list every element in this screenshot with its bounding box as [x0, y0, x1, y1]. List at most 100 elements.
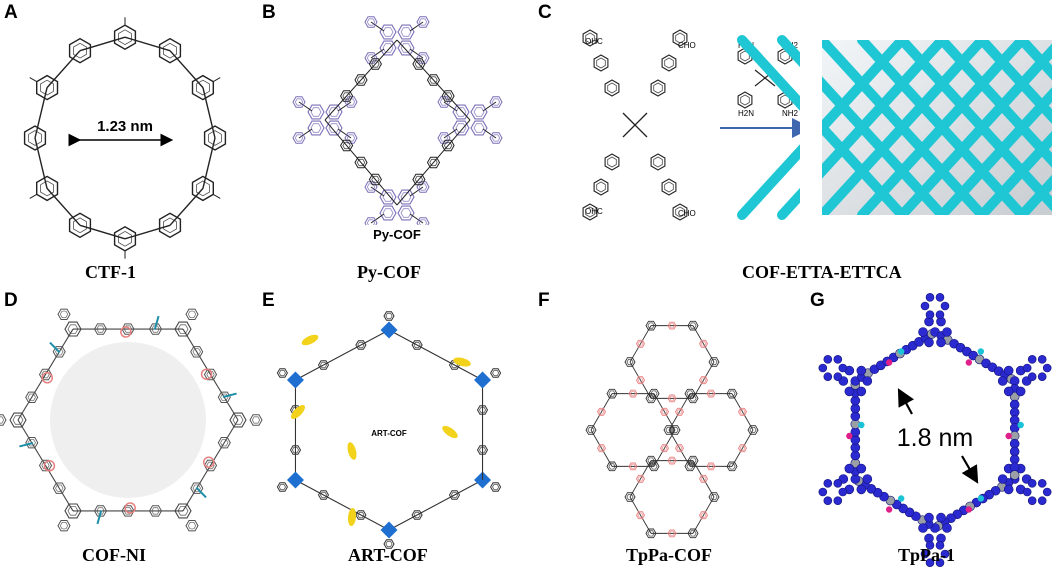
aromatic-circle — [366, 18, 376, 26]
aromatic-circle — [710, 358, 718, 366]
phenyl-ring — [437, 96, 451, 108]
aromatic-circle — [647, 457, 655, 464]
aromatic-circle — [118, 230, 132, 247]
outer-atom — [920, 301, 930, 311]
aromatic-circle — [418, 18, 428, 26]
node-atom — [844, 463, 855, 474]
linker-ring — [25, 391, 39, 403]
blue-node — [474, 371, 492, 389]
biphenyl-ring — [650, 153, 666, 171]
aromatic-circle — [400, 43, 412, 53]
linker-ring — [354, 156, 368, 169]
aromatic-circle — [585, 206, 595, 218]
node-atom — [856, 365, 867, 376]
yellow-side-chain — [291, 405, 305, 419]
node-atom — [918, 327, 928, 337]
outer-atom — [1037, 496, 1047, 505]
outer-atom — [1022, 363, 1032, 373]
aromatic-circle — [414, 175, 424, 184]
pink-group — [41, 372, 54, 384]
label-ohc-bottom: OHC — [585, 207, 603, 216]
bond — [590, 393, 613, 431]
node-atom — [1003, 365, 1014, 376]
aromatic-circle — [429, 158, 438, 167]
phenylene-ring — [635, 511, 646, 520]
bond — [396, 119, 471, 206]
aromatic-circle — [607, 82, 617, 94]
aromatic-circle — [608, 463, 616, 470]
outer-ring — [57, 520, 71, 532]
aromatic-circle — [220, 439, 229, 447]
aromatic-circle — [27, 439, 36, 447]
aromatic-circle — [700, 377, 707, 383]
phenylene-ring — [698, 376, 709, 385]
linker-ring — [426, 74, 441, 86]
aromatic-circle — [653, 82, 663, 94]
py-cof-structure — [292, 16, 503, 229]
aromatic-circle — [206, 461, 215, 470]
aromatic-circle — [669, 530, 675, 536]
outer-atom — [925, 293, 935, 302]
aromatic-circle — [669, 458, 675, 464]
linker-ring — [340, 90, 354, 102]
yellow-side-chain — [442, 425, 458, 439]
triformyl-ring — [708, 357, 720, 367]
phenylene-ring — [628, 389, 638, 398]
bond — [409, 48, 424, 59]
bond — [443, 128, 458, 139]
aromatic-circle — [291, 446, 300, 454]
pore-arrow-g-top — [897, 388, 915, 415]
triformyl-ring — [669, 425, 681, 435]
aromatic-circle — [59, 522, 69, 530]
bond — [629, 460, 652, 498]
aromatic-circle — [251, 416, 261, 424]
triformyl-ring — [645, 528, 657, 539]
aromatic-circle — [443, 92, 453, 100]
bond — [124, 224, 171, 240]
bond — [17, 328, 74, 421]
etta-ring — [737, 91, 753, 109]
phenylene-ring — [737, 444, 748, 453]
bond — [202, 87, 216, 139]
aromatic-circle — [67, 324, 79, 334]
node-ring — [229, 412, 247, 428]
nitrogen-atom — [897, 495, 905, 502]
biphenyl-ring — [582, 203, 598, 221]
label-amine: NH2 — [782, 109, 799, 118]
aromatic-circle — [626, 493, 634, 501]
bond — [298, 128, 313, 139]
node-ring — [64, 503, 82, 519]
bond — [182, 419, 239, 512]
aromatic-circle — [708, 463, 714, 469]
phenylene-ring — [667, 529, 677, 538]
outer-ring — [276, 482, 288, 492]
aromatic-circle — [728, 390, 736, 397]
node-atom — [1015, 386, 1026, 397]
node-atom — [1003, 386, 1014, 397]
node-atom — [862, 376, 873, 386]
triformyl-ring — [645, 320, 657, 331]
aromatic-circle — [196, 79, 210, 96]
triformyl-ring — [645, 455, 657, 466]
triformyl-ring — [726, 461, 738, 472]
aromatic-circle — [689, 530, 697, 537]
outer-ring — [185, 308, 199, 320]
aromatic-circle — [492, 369, 500, 377]
bond — [34, 87, 48, 139]
bond — [324, 119, 398, 206]
aromatic-circle — [220, 393, 229, 401]
oxygen-atom — [965, 359, 973, 366]
linker-ring — [448, 490, 461, 500]
mask-top — [800, 20, 1059, 40]
aromatic-circle — [675, 32, 685, 44]
bond — [337, 101, 352, 112]
aromatic-circle — [192, 348, 201, 356]
linker-ring — [52, 346, 66, 358]
caption-tppa-cof: TpPa-COF — [626, 545, 713, 565]
aromatic-circle — [450, 491, 459, 499]
aromatic-circle — [346, 134, 356, 142]
py-cof-inner-label: Py-COF — [373, 227, 421, 242]
bond — [629, 325, 652, 363]
outer-atom — [823, 355, 833, 364]
aromatic-circle — [366, 183, 376, 191]
